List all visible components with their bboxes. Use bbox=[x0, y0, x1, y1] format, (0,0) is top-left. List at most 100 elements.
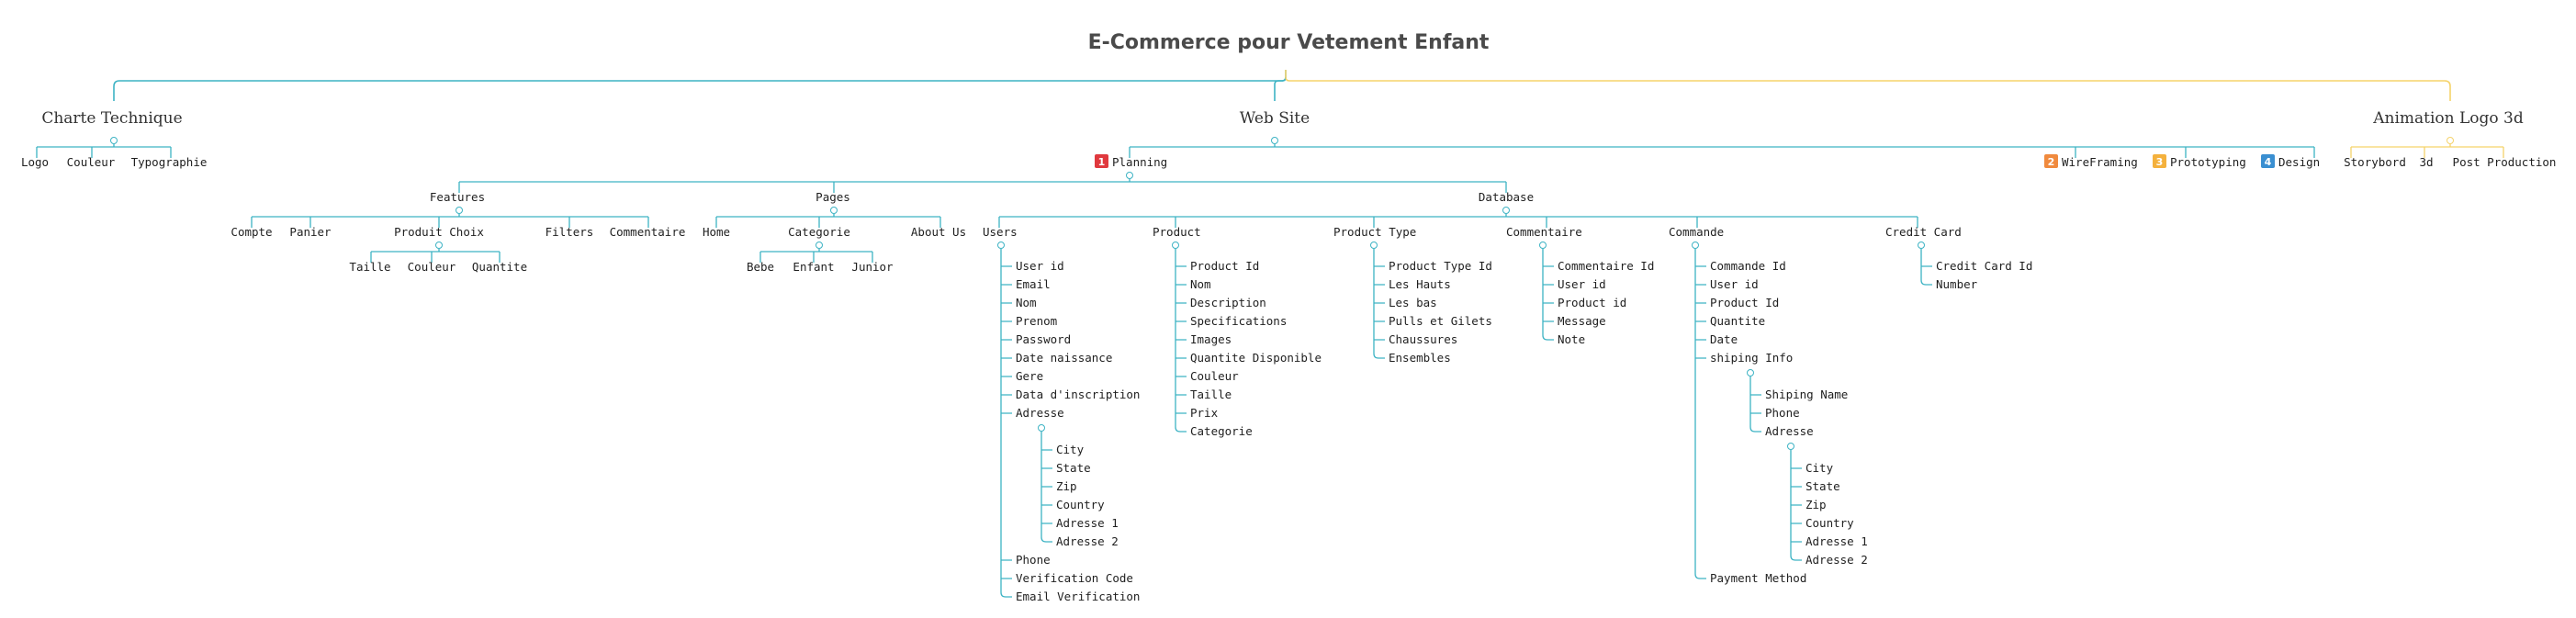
node-product[interactable]: Product bbox=[1153, 225, 1201, 239]
field-commentaire-user-id[interactable]: User id bbox=[1558, 277, 1606, 291]
collapse-toggle-icon[interactable] bbox=[110, 137, 118, 144]
field-date[interactable]: Date bbox=[1710, 332, 1738, 346]
collapse-toggle-icon[interactable] bbox=[1172, 242, 1179, 249]
node-typographie[interactable]: Typographie bbox=[131, 155, 208, 169]
field-gere[interactable]: Gere bbox=[1016, 369, 1043, 383]
field-commentaire-product-id[interactable]: Product id bbox=[1558, 296, 1626, 309]
collapse-toggle-icon[interactable] bbox=[435, 242, 443, 249]
field-adresse[interactable]: Adresse bbox=[1016, 406, 1064, 420]
field-date-naissance[interactable]: Date naissance bbox=[1016, 351, 1112, 365]
field-data-inscription[interactable]: Data d'inscription bbox=[1016, 388, 1140, 401]
node-planning[interactable]: 1 Planning bbox=[1095, 154, 1167, 169]
field-commande-adresse-2[interactable]: Adresse 2 bbox=[1805, 553, 1868, 567]
node-couleur[interactable]: Couleur bbox=[67, 155, 116, 169]
collapse-toggle-icon[interactable] bbox=[1918, 242, 1925, 249]
node-credit-card[interactable]: Credit Card bbox=[1885, 225, 1962, 239]
field-adresse-1[interactable]: Adresse 1 bbox=[1056, 516, 1119, 530]
field-description[interactable]: Description bbox=[1190, 296, 1266, 309]
node-panier[interactable]: Panier bbox=[289, 225, 332, 239]
collapse-toggle-icon[interactable] bbox=[830, 207, 838, 214]
field-email-verification[interactable]: Email Verification bbox=[1016, 590, 1140, 603]
field-email[interactable]: Email bbox=[1016, 277, 1051, 291]
field-state[interactable]: State bbox=[1056, 461, 1091, 475]
field-commande-state[interactable]: State bbox=[1805, 479, 1840, 493]
collapse-toggle-icon[interactable] bbox=[1502, 207, 1510, 214]
field-shiping-info[interactable]: shiping Info bbox=[1710, 351, 1793, 365]
field-phone[interactable]: Phone bbox=[1016, 553, 1051, 567]
field-commande-adresse-1[interactable]: Adresse 1 bbox=[1805, 534, 1868, 548]
branch-web-site[interactable]: Web Site bbox=[1240, 109, 1310, 128]
field-country[interactable]: Country bbox=[1056, 498, 1105, 511]
node-categorie-page[interactable]: Categorie bbox=[788, 225, 850, 239]
field-commande-zip[interactable]: Zip bbox=[1805, 498, 1827, 511]
node-database[interactable]: Database bbox=[1479, 190, 1534, 204]
field-password[interactable]: Password bbox=[1016, 332, 1071, 346]
field-payment-method[interactable]: Payment Method bbox=[1710, 571, 1806, 585]
field-nom[interactable]: Nom bbox=[1016, 296, 1037, 309]
node-3d[interactable]: 3d bbox=[2419, 155, 2433, 169]
node-pages[interactable]: Pages bbox=[816, 190, 850, 204]
field-credit-card-id[interactable]: Credit Card Id bbox=[1936, 259, 2032, 273]
field-commentaire-id[interactable]: Commentaire Id bbox=[1558, 259, 1654, 273]
node-junior[interactable]: Junior bbox=[851, 260, 894, 274]
node-enfant[interactable]: Enfant bbox=[793, 260, 834, 274]
node-couleur-choix[interactable]: Couleur bbox=[408, 260, 456, 274]
collapse-toggle-icon[interactable] bbox=[1271, 137, 1278, 144]
field-message[interactable]: Message bbox=[1558, 314, 1606, 328]
node-about-us[interactable]: About Us bbox=[911, 225, 966, 239]
collapse-toggle-icon[interactable] bbox=[1038, 424, 1045, 432]
collapse-toggle-icon[interactable] bbox=[1539, 242, 1547, 249]
node-prototyping[interactable]: 3 Prototyping bbox=[2153, 154, 2246, 169]
node-design[interactable]: 4 Design bbox=[2261, 154, 2320, 169]
field-specifications[interactable]: Specifications bbox=[1190, 314, 1287, 328]
field-images[interactable]: Images bbox=[1190, 332, 1232, 346]
node-commentaire-feature[interactable]: Commentaire bbox=[610, 225, 686, 239]
field-les-hauts[interactable]: Les Hauts bbox=[1389, 277, 1451, 291]
collapse-toggle-icon[interactable] bbox=[1747, 369, 1754, 376]
node-commentaire-table[interactable]: Commentaire bbox=[1506, 225, 1582, 239]
node-product-type[interactable]: Product Type bbox=[1333, 225, 1416, 239]
field-pulls-et-gilets[interactable]: Pulls et Gilets bbox=[1389, 314, 1492, 328]
branch-animation-logo-3d[interactable]: Animation Logo 3d bbox=[2372, 109, 2524, 128]
node-filters[interactable]: Filters bbox=[546, 225, 594, 239]
node-produit-choix[interactable]: Produit Choix bbox=[394, 225, 484, 239]
node-wireframing[interactable]: 2 WireFraming bbox=[2044, 154, 2138, 169]
node-quantite[interactable]: Quantite bbox=[472, 260, 527, 274]
field-product-type-id[interactable]: Product Type Id bbox=[1389, 259, 1492, 273]
field-city[interactable]: City bbox=[1056, 443, 1085, 456]
field-product-id[interactable]: Product Id bbox=[1190, 259, 1259, 273]
collapse-toggle-icon[interactable] bbox=[2447, 137, 2454, 144]
node-compte[interactable]: Compte bbox=[231, 225, 272, 239]
node-commande[interactable]: Commande bbox=[1669, 225, 1724, 239]
collapse-toggle-icon[interactable] bbox=[1126, 172, 1133, 179]
field-adresse-2[interactable]: Adresse 2 bbox=[1056, 534, 1119, 548]
field-ensembles[interactable]: Ensembles bbox=[1389, 351, 1451, 365]
node-post-production[interactable]: Post Production bbox=[2453, 155, 2557, 169]
field-shiping-adresse[interactable]: Adresse bbox=[1765, 424, 1814, 438]
node-storybord[interactable]: Storybord bbox=[2344, 155, 2406, 169]
field-categorie[interactable]: Categorie bbox=[1190, 424, 1253, 438]
node-taille[interactable]: Taille bbox=[349, 260, 390, 274]
node-home[interactable]: Home bbox=[703, 225, 730, 239]
root-node[interactable]: E-Commerce pour Vetement Enfant bbox=[1088, 31, 1490, 54]
field-product-nom[interactable]: Nom bbox=[1190, 277, 1211, 291]
collapse-toggle-icon[interactable] bbox=[1787, 443, 1794, 450]
collapse-toggle-icon[interactable] bbox=[816, 242, 823, 249]
node-bebe[interactable]: Bebe bbox=[747, 260, 774, 274]
collapse-toggle-icon[interactable] bbox=[1692, 242, 1699, 249]
field-zip[interactable]: Zip bbox=[1056, 479, 1077, 493]
collapse-toggle-icon[interactable] bbox=[456, 207, 463, 214]
node-features[interactable]: Features bbox=[430, 190, 485, 204]
field-prenom[interactable]: Prenom bbox=[1016, 314, 1057, 328]
field-les-bas[interactable]: Les bas bbox=[1389, 296, 1437, 309]
node-logo[interactable]: Logo bbox=[21, 155, 49, 169]
field-number[interactable]: Number bbox=[1936, 277, 1978, 291]
field-commande-quantite[interactable]: Quantite bbox=[1710, 314, 1765, 328]
field-shiping-phone[interactable]: Phone bbox=[1765, 406, 1800, 420]
field-commande-id[interactable]: Commande Id bbox=[1710, 259, 1786, 273]
field-verification-code[interactable]: Verification Code bbox=[1016, 571, 1133, 585]
collapse-toggle-icon[interactable] bbox=[1370, 242, 1378, 249]
field-chaussures[interactable]: Chaussures bbox=[1389, 332, 1457, 346]
field-commande-city[interactable]: City bbox=[1805, 461, 1834, 475]
field-prix[interactable]: Prix bbox=[1190, 406, 1219, 420]
